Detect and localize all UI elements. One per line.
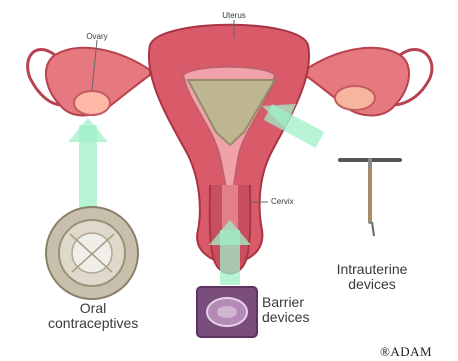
right-ovary [335, 86, 375, 110]
barrier-device-icon [197, 287, 257, 337]
oral-contraceptives-label: Oral contraceptives [48, 301, 138, 331]
left-ovary [74, 91, 110, 115]
oral-contraceptives-label-text: Oral contraceptives [48, 300, 138, 331]
oral-contraceptive-pack-icon [46, 207, 138, 299]
intrauterine-devices-label: Intrauterine devices [321, 262, 423, 292]
iud-icon [340, 160, 400, 236]
adam-brand-logo: ®ADAM [380, 344, 432, 360]
cervix-label: Cervix [271, 197, 309, 206]
uterus-label: Uterus [213, 11, 255, 20]
arrow-oral [68, 118, 108, 210]
barrier-devices-label-text: Barrier devices [262, 294, 309, 325]
barrier-devices-label: Barrier devices [262, 295, 330, 325]
intrauterine-devices-label-text: Intrauterine devices [337, 261, 408, 292]
ovary-label: Ovary [82, 32, 112, 41]
